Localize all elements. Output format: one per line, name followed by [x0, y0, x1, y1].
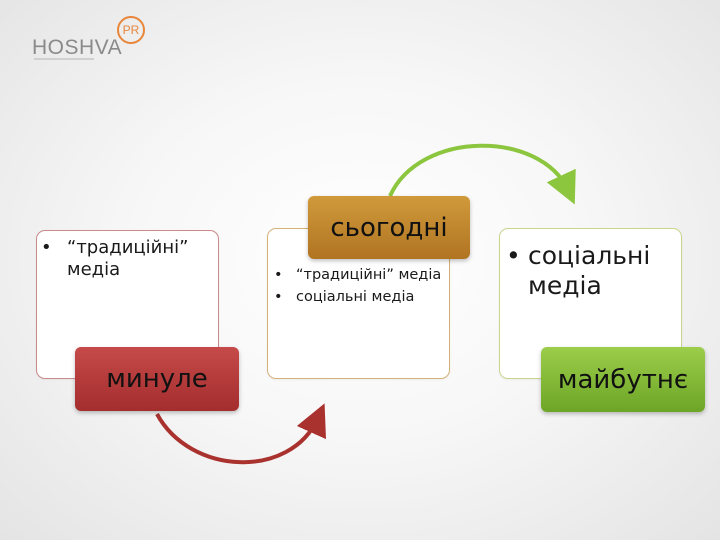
future-item: соціальні медіа — [506, 241, 681, 301]
curved-arrow-bottom-icon — [155, 403, 326, 465]
logo-tagline-decoration — [34, 58, 94, 60]
future-label: майбутнє — [541, 347, 705, 412]
past-item: “традиційні” медіа — [41, 237, 218, 281]
curved-arrow-top-icon — [388, 143, 576, 205]
hoshva-pr-logo: HOSHVA PR — [30, 14, 160, 62]
present-item: “традиційні” медіа — [274, 266, 449, 284]
present-label: сьогодні — [308, 196, 470, 259]
past-list: “традиційні” медіа — [37, 237, 218, 281]
present-item: соціальні медіа — [274, 288, 449, 306]
logo-pr-badge: PR — [117, 16, 145, 44]
logo-brand-text: HOSHVA — [32, 36, 123, 59]
past-label: минуле — [75, 347, 239, 411]
present-list: “традиційні” медіа соціальні медіа — [268, 229, 449, 306]
future-list: соціальні медіа — [500, 241, 681, 301]
